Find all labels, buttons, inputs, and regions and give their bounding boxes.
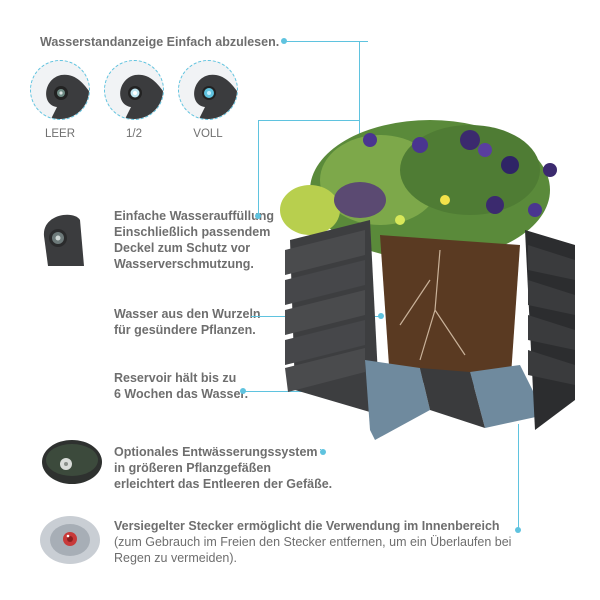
headline: Wasserstandanzeige Einfach abzulesen. xyxy=(40,35,280,49)
water-gauge-empty-icon xyxy=(30,60,90,120)
headline-leader-dot xyxy=(281,38,287,44)
refill-title: Einfache Wasserauffüllung xyxy=(114,209,274,223)
plug-title: Versiegelter Stecker ermöglicht die Verw… xyxy=(114,519,500,533)
reservoir-line-1: Reservoir hält bis zu xyxy=(114,371,237,385)
gauge-label-full: VOLL xyxy=(193,128,223,140)
planter-left-shell xyxy=(285,220,380,415)
drain-line-3: erleichtert das Entleeren der Gefäße. xyxy=(114,477,333,491)
water-reservoir xyxy=(365,360,545,440)
refill-desc-3: Wasserverschmutzung. xyxy=(114,257,254,271)
drain-leader-line xyxy=(323,452,324,453)
headline-leader-line xyxy=(284,41,368,42)
water-gauge-full-icon xyxy=(178,60,238,120)
refill-leader-dot xyxy=(255,213,261,219)
plug-desc-1: (zum Gebrauch im Freien den Stecker entf… xyxy=(114,535,512,549)
plug-desc-2: Regen zu vermeiden). xyxy=(114,551,237,565)
planter-right-shell xyxy=(525,230,575,430)
roots-line-1: Wasser aus den Wurzeln xyxy=(114,307,261,321)
roots-leader-dot xyxy=(378,313,384,319)
reservoir-line-2: 6 Wochen das Wasser. xyxy=(114,387,249,401)
roots-line-2: für gesündere Pflanzen. xyxy=(114,323,256,337)
sealed-stopper-icon xyxy=(38,514,102,571)
gauge-label-empty: LEER xyxy=(44,128,76,140)
plug-leader-dot xyxy=(515,527,521,533)
soil-core xyxy=(380,235,520,390)
water-gauge-half-icon xyxy=(104,60,164,120)
plug-leader-drop xyxy=(518,424,519,530)
refill-leader-line xyxy=(258,120,360,121)
headline-leader-drop xyxy=(359,41,360,169)
refill-cap-icon xyxy=(36,206,84,271)
planter-illustration xyxy=(280,120,575,440)
refill-desc-1: Einschließlich passendem xyxy=(114,225,271,239)
gauge-label-half: 1/2 xyxy=(126,128,142,140)
refill-leader-drop xyxy=(258,120,259,216)
refill-desc-2: Deckel zum Schutz vor xyxy=(114,241,251,255)
drain-plug-icon xyxy=(38,438,102,491)
drain-line-2: in größeren Pflanzgefäßen xyxy=(114,461,271,475)
drain-line-1: Optionales Entwässerungssystem xyxy=(114,445,318,459)
